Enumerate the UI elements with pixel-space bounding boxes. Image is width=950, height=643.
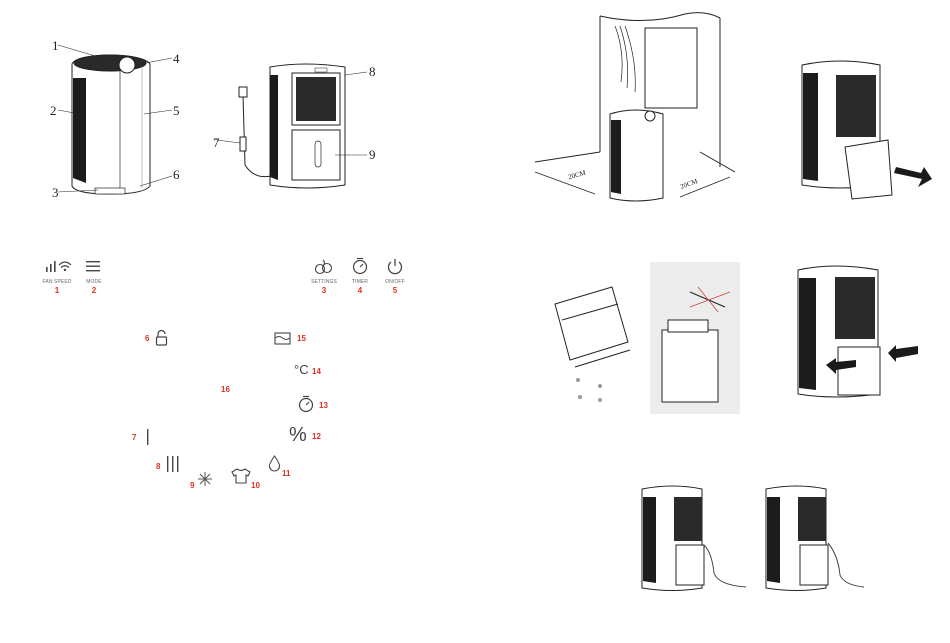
indicator-6-number: 6: [145, 334, 149, 343]
power-icon: [386, 257, 404, 275]
callout-3: 3: [52, 185, 59, 201]
control-mode[interactable]: MODE 2: [80, 258, 108, 298]
shirt-icon: [231, 468, 251, 484]
single-bar-icon: [146, 429, 150, 445]
indicator-15-number: 15: [297, 334, 306, 343]
indicator-16-number: 16: [221, 385, 230, 394]
control-power[interactable]: ON/OFF 5: [380, 256, 410, 298]
timer-icon: [351, 257, 369, 275]
fan-speed-wifi-icon: [44, 258, 78, 274]
control-settings[interactable]: SETTINGS 3: [308, 256, 340, 298]
indicator-10-number: 10: [251, 481, 260, 490]
timer-number: 4: [346, 286, 374, 295]
indicator-8-number: 8: [156, 462, 160, 471]
back-view-diagram: [215, 55, 385, 200]
display-timer-icon: [298, 395, 315, 413]
callout-2: 2: [50, 103, 57, 119]
snowflake-icon: [197, 471, 213, 487]
percent-symbol: %: [289, 424, 307, 447]
settings-number: 3: [308, 286, 340, 295]
mode-label: MODE: [80, 279, 108, 285]
full-tank-icon: [274, 332, 292, 345]
callout-9: 9: [369, 147, 376, 163]
control-fan-speed[interactable]: FAN SPEED 1: [40, 258, 74, 298]
mode-number: 2: [80, 286, 108, 295]
unlock-icon: [155, 330, 169, 347]
callout-1: 1: [52, 38, 59, 54]
tank-removal-diagram: [790, 55, 940, 200]
drop-icon: [268, 455, 281, 472]
tank-insertion-diagram: [790, 262, 930, 404]
drain-hose-diagram-1: [638, 483, 748, 595]
empty-tank-diagram: [540, 262, 740, 414]
indicator-14-number: 14: [312, 367, 321, 376]
callout-8: 8: [369, 64, 376, 80]
fan-speed-number: 1: [40, 286, 74, 295]
celsius-symbol: °C: [294, 362, 309, 377]
power-label: ON/OFF: [380, 279, 410, 285]
timer-label: TIMER: [346, 279, 374, 285]
callout-7: 7: [213, 135, 220, 151]
humidity-bars-icon: [166, 456, 180, 472]
callout-4: 4: [173, 51, 180, 67]
indicator-12-number: 12: [312, 432, 321, 441]
indicator-13-number: 13: [319, 401, 328, 410]
callout-5: 5: [173, 103, 180, 119]
settings-icon: [314, 258, 334, 276]
indicator-11-number: 11: [282, 469, 290, 478]
mode-icon: [86, 260, 102, 274]
fan-speed-label: FAN SPEED: [40, 279, 74, 285]
drain-hose-diagram-2: [762, 483, 872, 595]
power-number: 5: [380, 286, 410, 295]
indicator-9-number: 9: [190, 481, 194, 490]
control-timer[interactable]: TIMER 4: [346, 256, 374, 298]
settings-label: SETTINGS: [308, 279, 340, 285]
callout-6: 6: [173, 167, 180, 183]
room-placement-diagram: [535, 12, 735, 207]
indicator-7-number: 7: [132, 433, 136, 442]
